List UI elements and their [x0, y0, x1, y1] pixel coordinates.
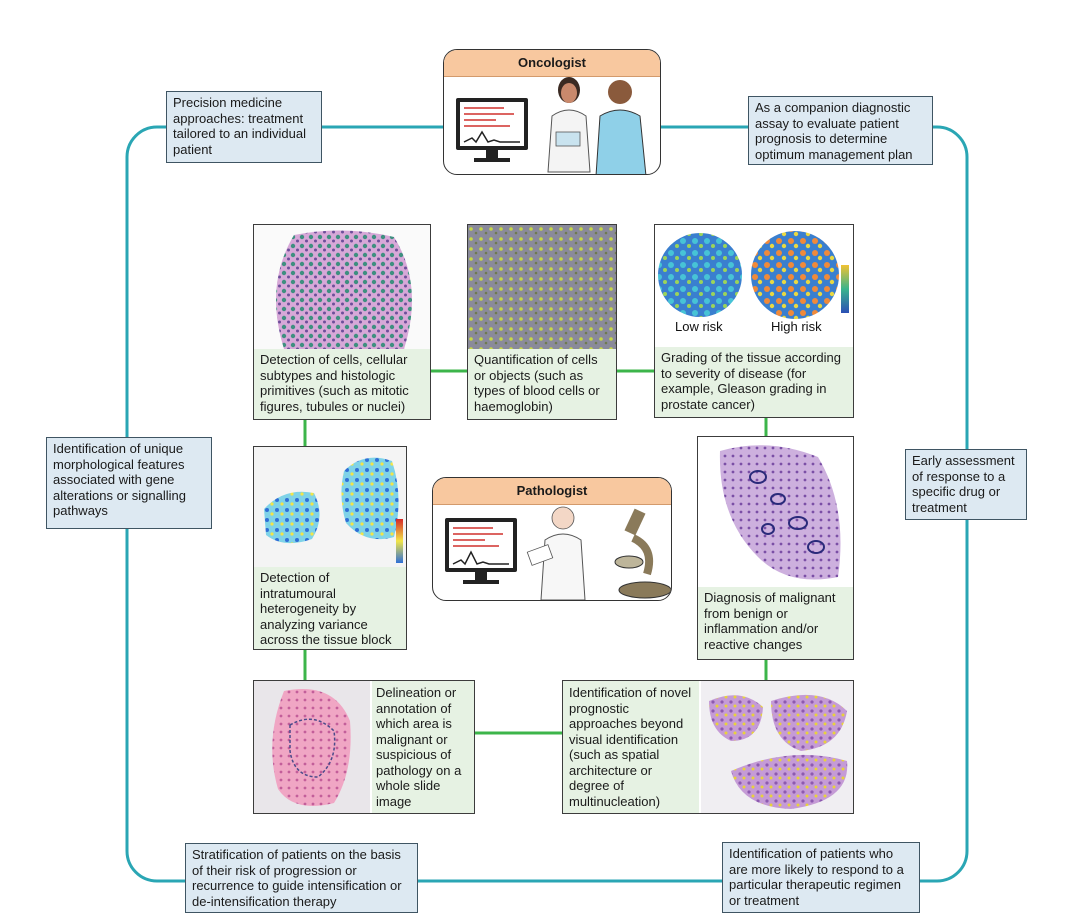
note-precision-medicine: Precision medicine approaches: treatment… [166, 91, 322, 163]
card-grading: Low risk High risk Grading of the tissue… [654, 224, 854, 418]
note-stratification: Stratification of patients on the basis … [185, 843, 418, 913]
grading-image [658, 231, 849, 319]
label-high-risk: High risk [771, 319, 822, 334]
card-diagnosis: Diagnosis of malignant from benign or in… [697, 436, 854, 660]
note-text: Identification of unique morphological f… [53, 441, 186, 518]
caption-detection: Detection of cells, cellular subtypes an… [254, 349, 430, 419]
note-text: Precision medicine approaches: treatment… [173, 95, 306, 157]
patient-figure [595, 80, 647, 174]
note-companion-diagnostic: As a companion diagnostic assay to evalu… [748, 96, 933, 165]
oncologist-illustration [456, 77, 647, 174]
card-quantification: Quantification of cells or objects (such… [467, 224, 617, 420]
note-early-assessment: Early assessment of response to a specif… [905, 449, 1027, 520]
microscope-icon [614, 508, 671, 599]
doctor-figure [547, 77, 591, 173]
pathologist-title: Pathologist [433, 478, 671, 505]
inner-connectors [303, 369, 768, 735]
oncologist-title: Oncologist [444, 50, 660, 77]
card-detection: Detection of cells, cellular subtypes an… [253, 224, 431, 420]
caption-heterogeneity: Detection of intratumoural heterogeneity… [254, 567, 406, 649]
pathologist-illustration [445, 506, 671, 600]
note-text: Identification of patients who are more … [729, 846, 904, 908]
quantification-image [468, 225, 616, 349]
oncologist-box: Oncologist [443, 49, 661, 175]
caption-diagnosis: Diagnosis of malignant from benign or in… [698, 587, 853, 659]
card-heterogeneity: Detection of intratumoural heterogeneity… [253, 446, 407, 650]
label-low-risk: Low risk [675, 319, 723, 334]
note-text: As a companion diagnostic assay to evalu… [755, 100, 913, 162]
card-delineation: Delineation or annotation of which area … [253, 680, 475, 814]
pathologist-figure [526, 506, 586, 600]
detection-image [254, 225, 430, 349]
caption-prognostic: Identification of novel prognostic appro… [563, 681, 699, 813]
note-text: Stratification of patients on the basis … [192, 847, 402, 909]
note-morphological-features: Identification of unique morphological f… [46, 437, 212, 529]
card-prognostic: Identification of novel prognostic appro… [562, 680, 854, 814]
note-responders: Identification of patients who are more … [722, 842, 920, 913]
delineation-image [254, 681, 370, 813]
pathologist-box: Pathologist [432, 477, 672, 601]
diagnosis-image [698, 437, 853, 587]
heterogeneity-image [254, 447, 406, 567]
note-text: Early assessment of response to a specif… [912, 453, 1015, 515]
caption-delineation: Delineation or annotation of which area … [372, 681, 474, 813]
prognostic-image [701, 681, 853, 813]
caption-quantification: Quantification of cells or objects (such… [468, 349, 616, 419]
caption-grading: Grading of the tissue according to sever… [655, 347, 853, 417]
